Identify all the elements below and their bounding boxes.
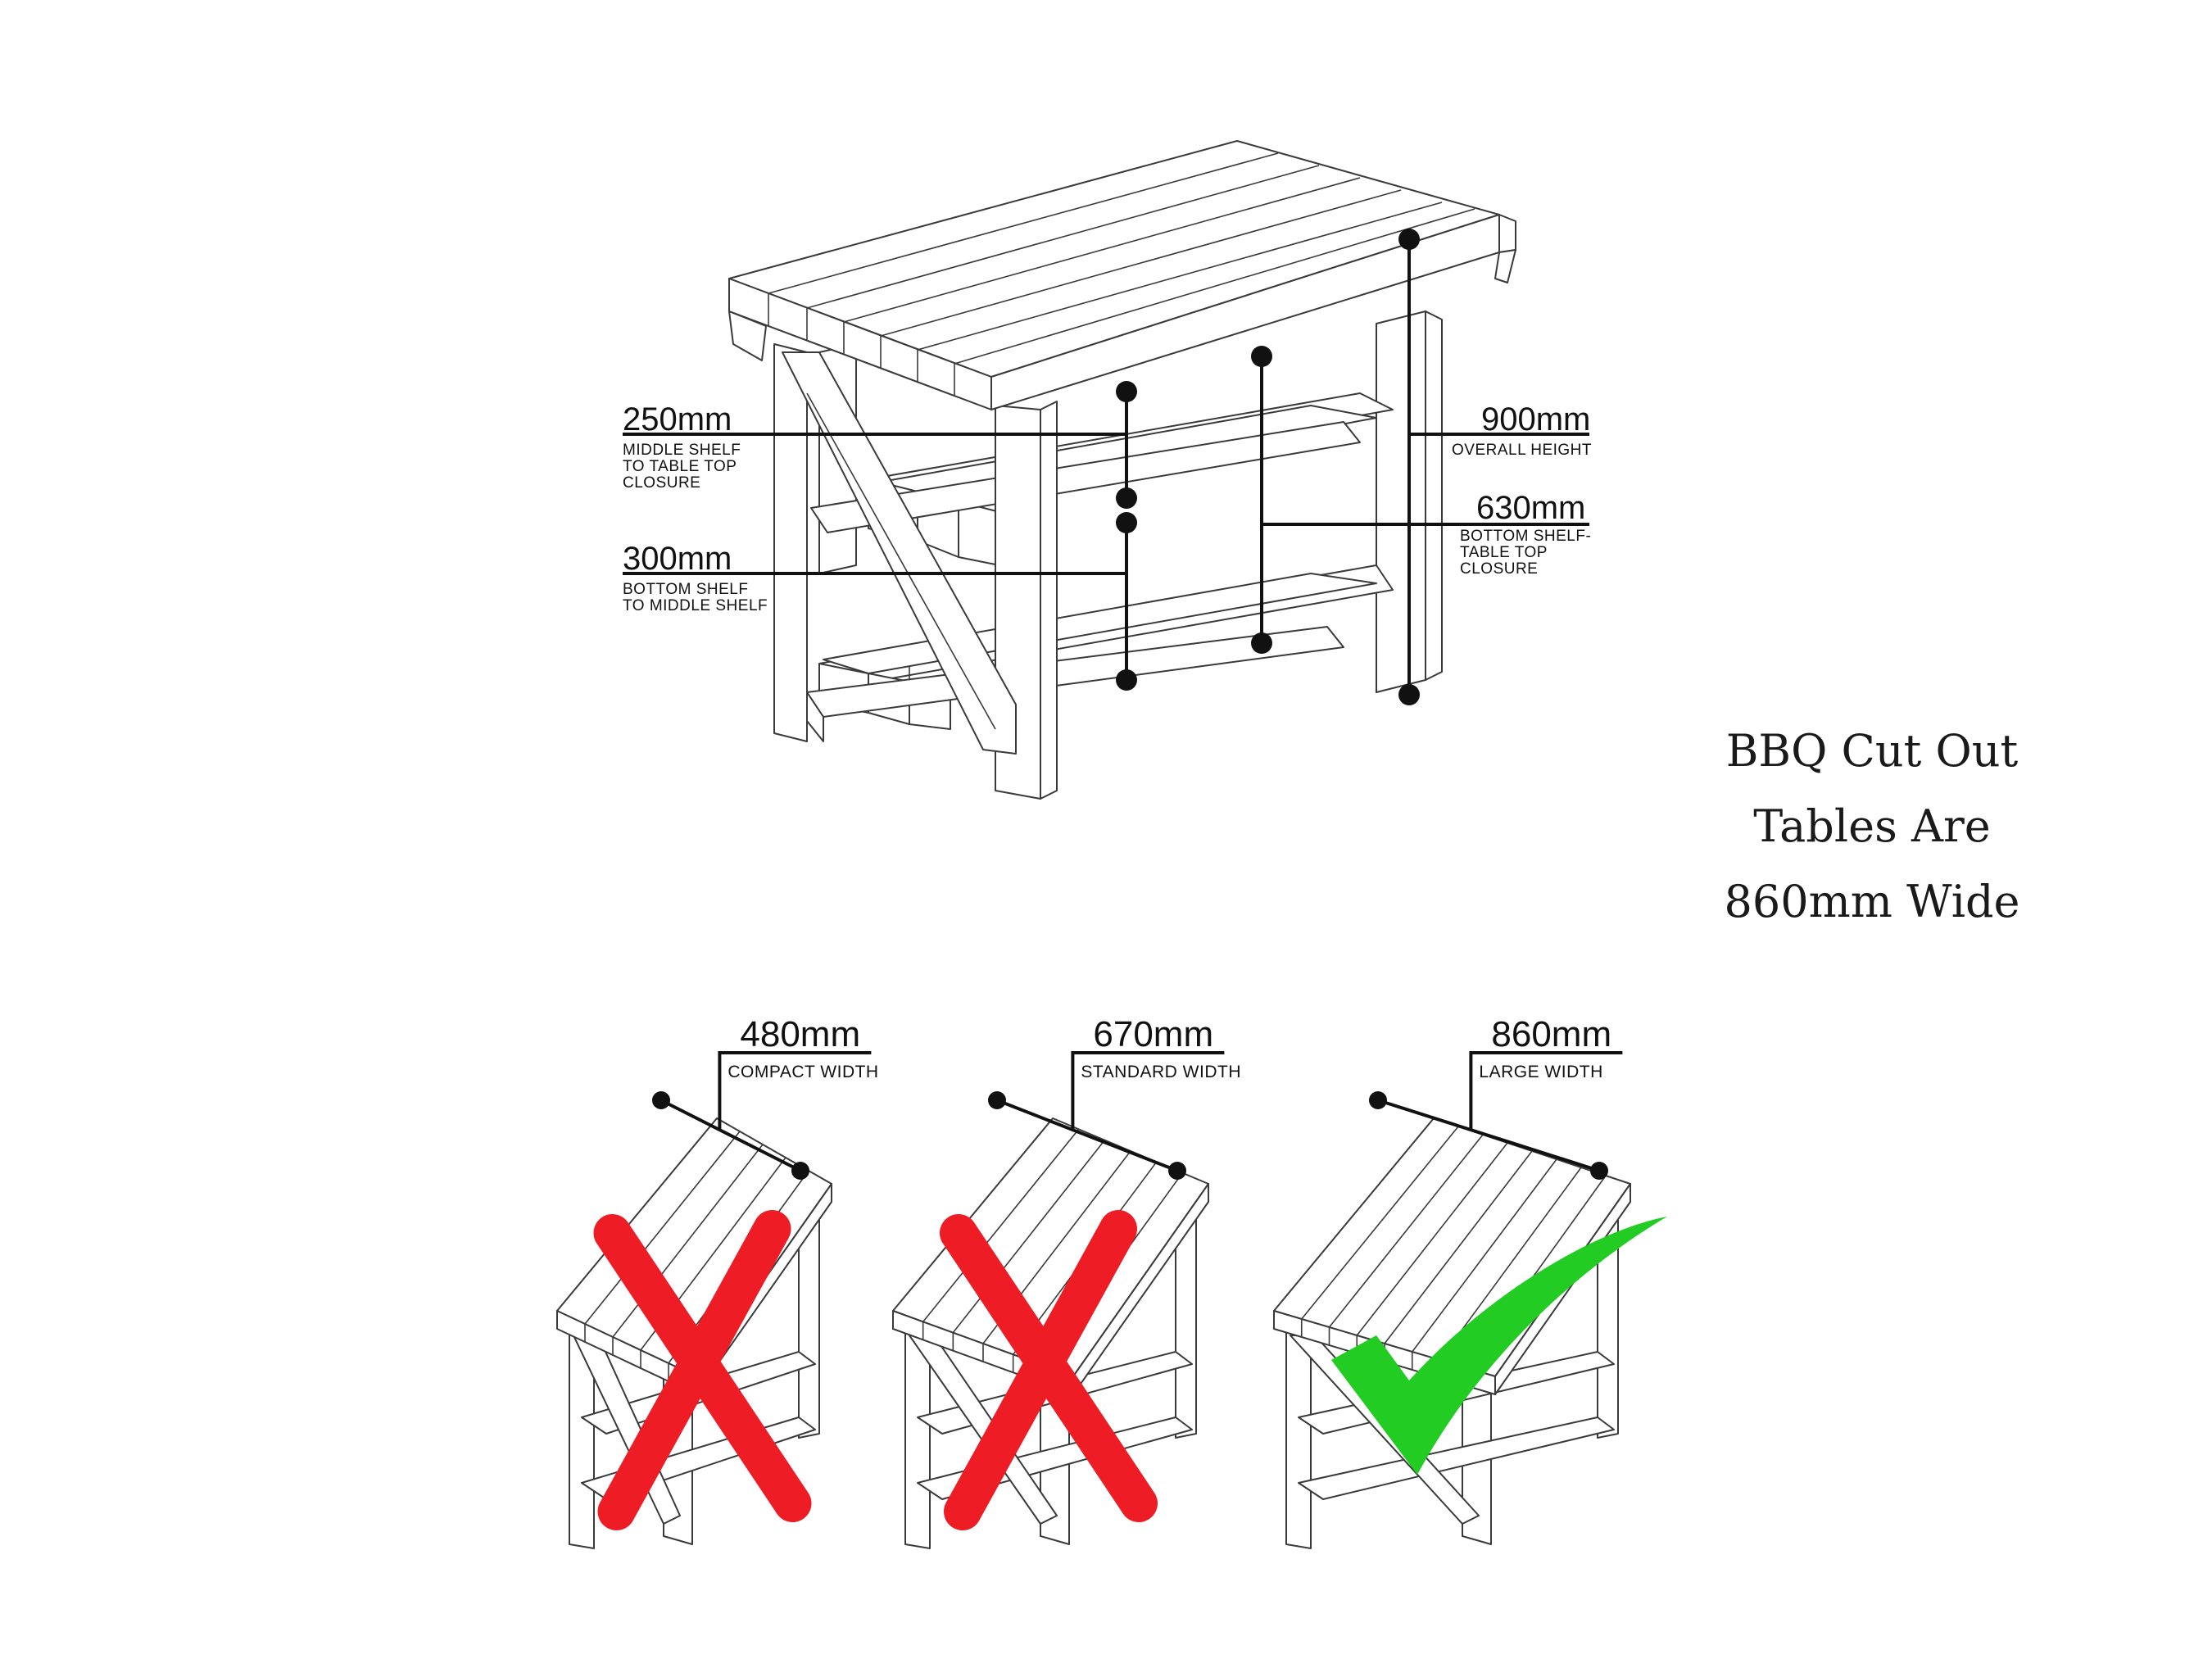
- width-value: 480mm: [740, 1014, 860, 1054]
- cross-icon-stroke: [597, 1210, 791, 1530]
- bottom-to-top-note-1: BOTTOM SHELF-: [1460, 528, 1591, 545]
- width-note: COMPACT WIDTH: [728, 1063, 878, 1081]
- top-slat: [952, 1140, 1105, 1334]
- width-dimension-start: [652, 1091, 670, 1109]
- overall-height-value: 900mm: [1481, 401, 1590, 437]
- top-slat: [922, 1128, 1080, 1322]
- main-table-drawing: [728, 140, 1516, 800]
- dimension-label-900: 900mm OVERALL HEIGHT: [1452, 401, 1592, 459]
- top-slat: [1356, 1142, 1508, 1336]
- width-dimension-line: [996, 1099, 1178, 1172]
- overall-height-note: OVERALL HEIGHT: [1452, 442, 1592, 459]
- width-dimension-start: [988, 1091, 1006, 1109]
- dimension-label-300: 300mm BOTTOM SHELF TO MIDDLE SHELF: [623, 541, 768, 614]
- middle-shelf-note-1: MIDDLE SHELF: [623, 442, 741, 459]
- middle-shelf-note-3: CLOSURE: [623, 474, 700, 492]
- middle-shelf-value: 250mm: [623, 401, 732, 437]
- bottom-to-top-note-3: CLOSURE: [1460, 560, 1538, 578]
- top-slat: [1301, 1126, 1459, 1320]
- width-dimension-end: [1168, 1162, 1186, 1180]
- bottom-shelf-note-2: TO MIDDLE SHELF: [623, 597, 768, 614]
- dimension-label-630: 630mm BOTTOM SHELF- TABLE TOP CLOSURE: [1460, 490, 1591, 578]
- top-slat: [1384, 1150, 1533, 1344]
- top-slat: [1412, 1158, 1557, 1353]
- dimension-markers: [623, 229, 1589, 705]
- width-note: LARGE WIDTH: [1479, 1063, 1602, 1081]
- bottom-to-top-value: 630mm: [1476, 490, 1585, 526]
- cross-icon-stroke: [944, 1210, 1137, 1530]
- caption-line-3: 860mm Wide: [1725, 876, 2020, 927]
- width-note: STANDARD WIDTH: [1081, 1063, 1241, 1081]
- caption: BBQ Cut Out Tables Are 860mm Wide: [1725, 725, 2020, 927]
- width-label-bracket: [1469, 1051, 1623, 1131]
- width-dimension-line: [1377, 1099, 1600, 1172]
- dimension-label-250: 250mm MIDDLE SHELF TO TABLE TOP CLOSURE: [623, 401, 741, 492]
- top-slat: [1328, 1134, 1484, 1328]
- width-dimension-end: [1590, 1162, 1608, 1180]
- bottom-to-top-note-2: TABLE TOP: [1460, 544, 1548, 561]
- width-label-bracket: [718, 1051, 872, 1131]
- caption-line-1: BBQ Cut Out: [1726, 725, 2019, 777]
- caption-line-2: Tables Are: [1753, 800, 1990, 852]
- bottom-shelf-note-1: BOTTOM SHELF: [623, 581, 748, 598]
- top-slat: [584, 1131, 741, 1325]
- middle-shelf-note-2: TO TABLE TOP: [623, 458, 737, 475]
- width-dimension-start: [1369, 1091, 1387, 1109]
- width-dimension-line: [660, 1099, 801, 1172]
- bottom-shelf-value: 300mm: [623, 541, 732, 577]
- width-label-bracket: [1071, 1051, 1225, 1131]
- width-value: 670mm: [1093, 1014, 1213, 1054]
- width-value: 860mm: [1491, 1014, 1611, 1054]
- width-dimension-end: [791, 1162, 809, 1180]
- checkmark-icon: [1331, 1217, 1667, 1475]
